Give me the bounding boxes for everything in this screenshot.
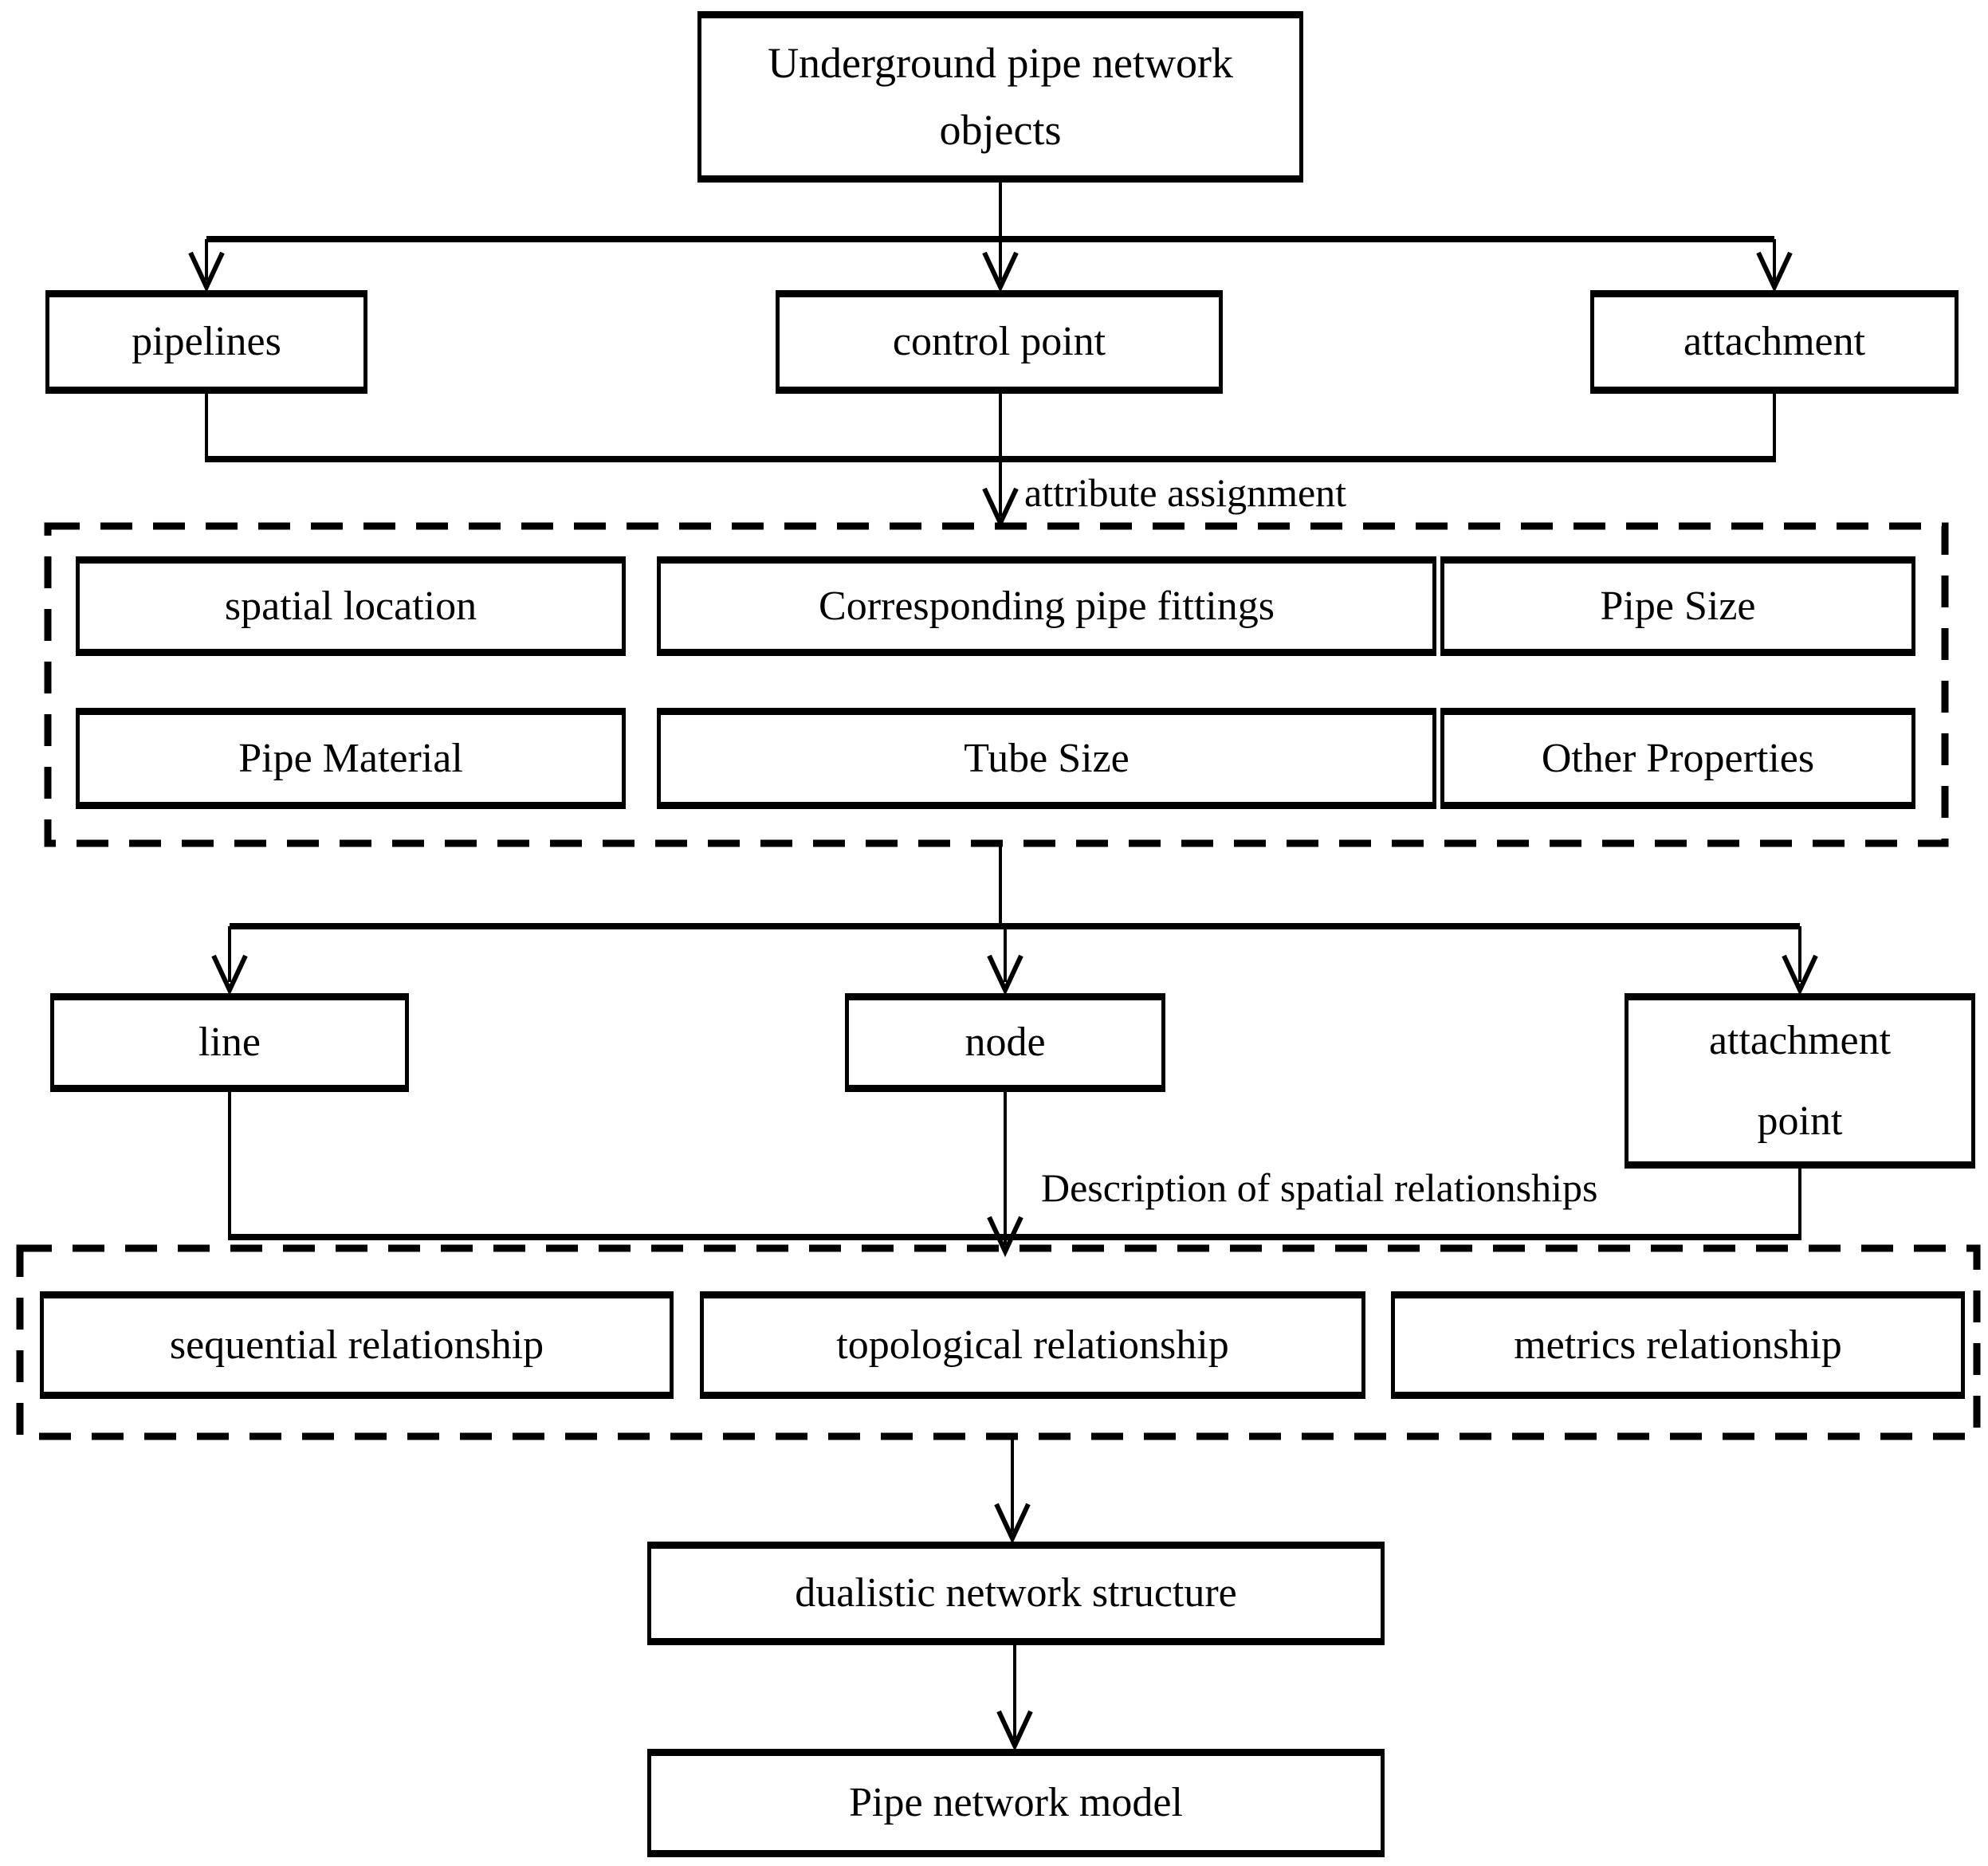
node-attachment-point: attachment point xyxy=(1625,993,1975,1169)
node-pipelines: pipelines xyxy=(45,290,367,394)
node-label: Underground pipe network objects xyxy=(768,38,1233,154)
node-topological-relationship: topological relationship xyxy=(700,1291,1365,1399)
node-attachment: attachment xyxy=(1590,290,1959,394)
node-label: node xyxy=(965,1019,1046,1065)
node-label: dualistic network structure xyxy=(795,1570,1237,1616)
node-pipe-material: Pipe Material xyxy=(76,708,626,809)
node-label: Pipe network model xyxy=(849,1780,1183,1825)
node-control-point: control point xyxy=(776,290,1223,394)
node-label: pipelines xyxy=(132,319,281,364)
node-label: attachment xyxy=(1683,319,1866,364)
node-label: attachment point xyxy=(1708,1017,1892,1144)
node-dualistic-network-structure: dualistic network structure xyxy=(647,1542,1385,1645)
edge-label-description-of-spatial-relationships: Description of spatial relationships xyxy=(1041,1165,1598,1210)
edge-label-attribute-assignment: attribute assignment xyxy=(1024,470,1347,515)
node-label: Pipe Size xyxy=(1600,583,1756,629)
node-sequential-relationship: sequential relationship xyxy=(40,1291,674,1399)
node-label: Other Properties xyxy=(1541,735,1815,781)
node-label: sequential relationship xyxy=(169,1322,544,1368)
node-label: spatial location xyxy=(224,583,477,629)
node-pipe-network-model: Pipe network model xyxy=(647,1749,1385,1857)
node-label: Corresponding pipe fittings xyxy=(819,583,1275,629)
node-underground-pipe-network-objects: Underground pipe network objects xyxy=(697,11,1303,183)
node-label: Pipe Material xyxy=(238,735,463,781)
node-tube-size: Tube Size xyxy=(657,708,1436,809)
node-label: Tube Size xyxy=(964,735,1130,781)
node-corresponding-pipe-fittings: Corresponding pipe fittings xyxy=(657,556,1436,656)
node-label: metrics relationship xyxy=(1514,1322,1842,1368)
node-other-properties: Other Properties xyxy=(1440,708,1915,809)
node-pipe-size: Pipe Size xyxy=(1440,556,1915,656)
node-label: control point xyxy=(892,319,1106,364)
node-spatial-location: spatial location xyxy=(76,556,626,656)
node-label: topological relationship xyxy=(836,1322,1229,1368)
node-node: node xyxy=(845,993,1165,1092)
node-metrics-relationship: metrics relationship xyxy=(1391,1291,1965,1399)
node-label: line xyxy=(198,1019,261,1065)
node-line: line xyxy=(50,993,409,1092)
